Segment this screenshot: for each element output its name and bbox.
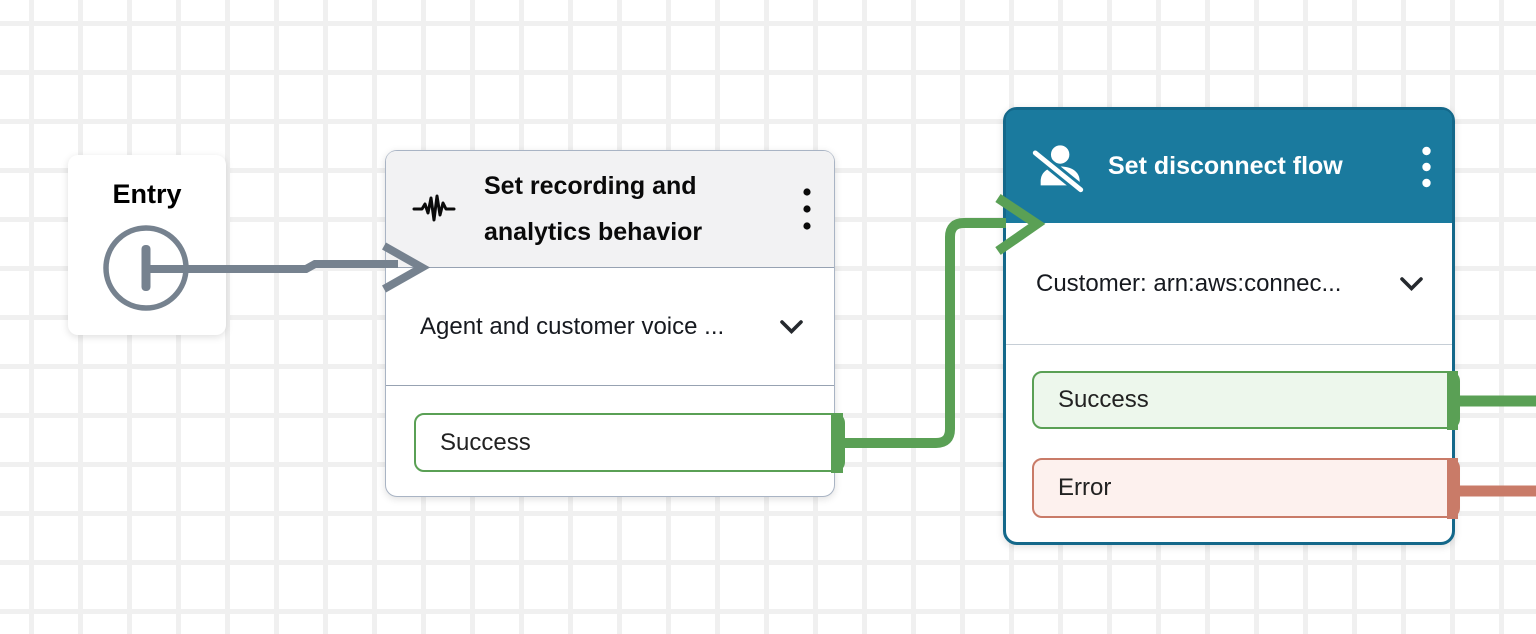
port-connection-point[interactable] <box>831 412 843 473</box>
disconnect-parameter-value: Customer: arn:aws:connec... <box>1036 269 1342 297</box>
recording-block-title: Set recording and analytics behavior <box>484 171 703 246</box>
entry-node-title: Entry <box>112 179 182 209</box>
kebab-menu-icon <box>803 188 811 230</box>
port-connection-point[interactable] <box>1447 370 1458 430</box>
disconnect-block-menu-button[interactable] <box>1421 146 1432 188</box>
connector-entry-to-recording[interactable] <box>149 242 431 293</box>
port-connection-point[interactable] <box>1447 457 1458 519</box>
connector-recording-success-to-disconnect[interactable] <box>843 194 1046 448</box>
arrowhead-icon <box>382 242 431 293</box>
disconnect-block-title: Set disconnect flow <box>1108 152 1343 180</box>
port-label: Error <box>1058 474 1112 501</box>
arrowhead-icon <box>995 194 1046 255</box>
disconnect-success-port[interactable]: Success <box>1032 370 1460 430</box>
disconnect-parameter-dropdown[interactable]: Customer: arn:aws:connec... <box>1006 223 1452 345</box>
chevron-down-icon <box>1399 276 1424 292</box>
kebab-menu-icon <box>1422 146 1431 187</box>
recording-parameter-value: Agent and customer voice ... <box>420 312 725 340</box>
disconnect-block[interactable]: Set disconnect flow Customer: arn:aws:co… <box>1003 107 1460 545</box>
disconnect-error-port[interactable]: Error <box>1032 457 1460 519</box>
recording-parameter-dropdown[interactable]: Agent and customer voice ... <box>386 268 834 386</box>
port-label: Success <box>1058 386 1149 413</box>
chevron-down-icon <box>779 319 804 335</box>
recording-block-menu-button[interactable] <box>802 187 812 231</box>
entry-node[interactable]: Entry <box>68 155 226 335</box>
disconnect-block-header: Set disconnect flow <box>1006 110 1452 223</box>
recording-success-port[interactable]: Success <box>414 412 845 473</box>
port-label: Success <box>440 428 531 456</box>
recording-block[interactable]: Set recording and analytics behavior Age… <box>385 150 845 497</box>
recording-block-header: Set recording and analytics behavior <box>386 151 834 268</box>
waveform-icon <box>412 194 456 222</box>
user-disconnect-icon <box>1032 144 1084 193</box>
